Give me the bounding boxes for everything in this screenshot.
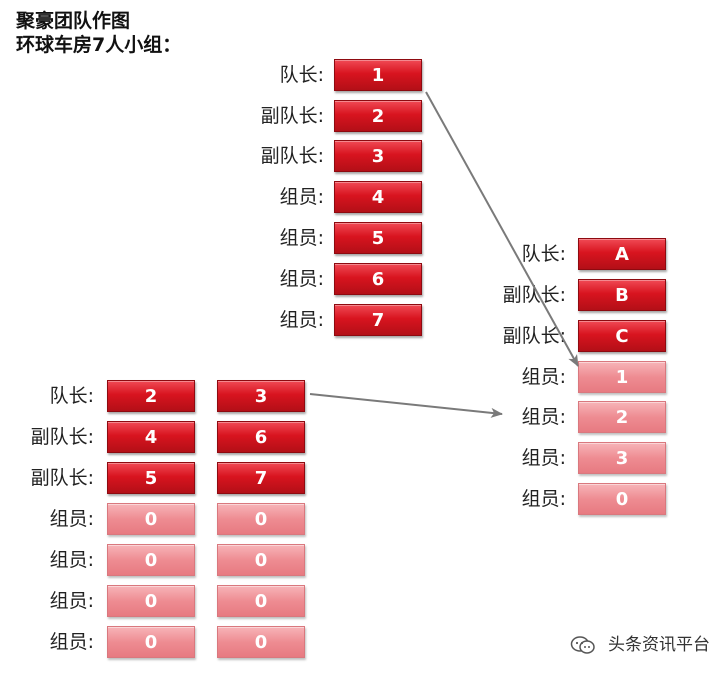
member-box: 4	[334, 181, 422, 213]
role-label: 组员:	[521, 488, 566, 510]
member-box-left: 0	[107, 503, 195, 535]
member-box-right: 7	[217, 462, 305, 494]
member-box-right: 6	[217, 421, 305, 453]
role-label: 组员:	[49, 508, 94, 530]
member-box: 5	[334, 222, 422, 254]
member-box-left: 5	[107, 462, 195, 494]
member-box: 1	[334, 59, 422, 91]
role-label: 组员:	[279, 268, 324, 290]
role-label: 组员:	[521, 406, 566, 428]
role-label: 组员:	[49, 549, 94, 571]
role-label: 组员:	[49, 631, 94, 653]
diagram-title: 聚豪团队作图	[16, 10, 131, 32]
role-label: 副队长:	[260, 105, 324, 127]
member-box-left: 4	[107, 421, 195, 453]
member-box-left: 0	[107, 585, 195, 617]
member-box: B	[578, 279, 666, 311]
member-box: 1	[578, 361, 666, 393]
role-label: 队长:	[279, 64, 324, 86]
role-label: 组员:	[521, 366, 566, 388]
member-box-right: 0	[217, 585, 305, 617]
member-box-left: 2	[107, 380, 195, 412]
role-label: 组员:	[279, 186, 324, 208]
role-label: 队长:	[521, 243, 566, 265]
member-box: 3	[578, 442, 666, 474]
role-label: 副队长:	[502, 325, 566, 347]
role-label: 队长:	[49, 385, 94, 407]
member-box: 0	[578, 483, 666, 515]
watermark-text: 头条资讯平台	[608, 635, 710, 655]
role-label: 副队长:	[30, 467, 94, 489]
role-label: 组员:	[521, 447, 566, 469]
role-label: 副队长:	[30, 426, 94, 448]
member-box: 2	[578, 401, 666, 433]
arrow-bottom-to-right	[309, 393, 503, 418]
member-box-left: 0	[107, 626, 195, 658]
member-box: 7	[334, 304, 422, 336]
member-box: 3	[334, 140, 422, 172]
member-box: A	[578, 238, 666, 270]
member-box-right: 3	[217, 380, 305, 412]
member-box-right: 0	[217, 503, 305, 535]
role-label: 组员:	[49, 590, 94, 612]
role-label: 副队长:	[502, 284, 566, 306]
chat-bubble-icon	[570, 636, 595, 654]
member-box: C	[578, 320, 666, 352]
diagram-subtitle: 环球车房7人小组：	[16, 34, 182, 56]
member-box-left: 0	[107, 544, 195, 576]
member-box: 2	[334, 100, 422, 132]
role-label: 副队长:	[260, 145, 324, 167]
member-box: 6	[334, 263, 422, 295]
arrow-top-to-right	[425, 91, 579, 367]
member-box-right: 0	[217, 626, 305, 658]
member-box-right: 0	[217, 544, 305, 576]
role-label: 组员:	[279, 227, 324, 249]
role-label: 组员:	[279, 309, 324, 331]
